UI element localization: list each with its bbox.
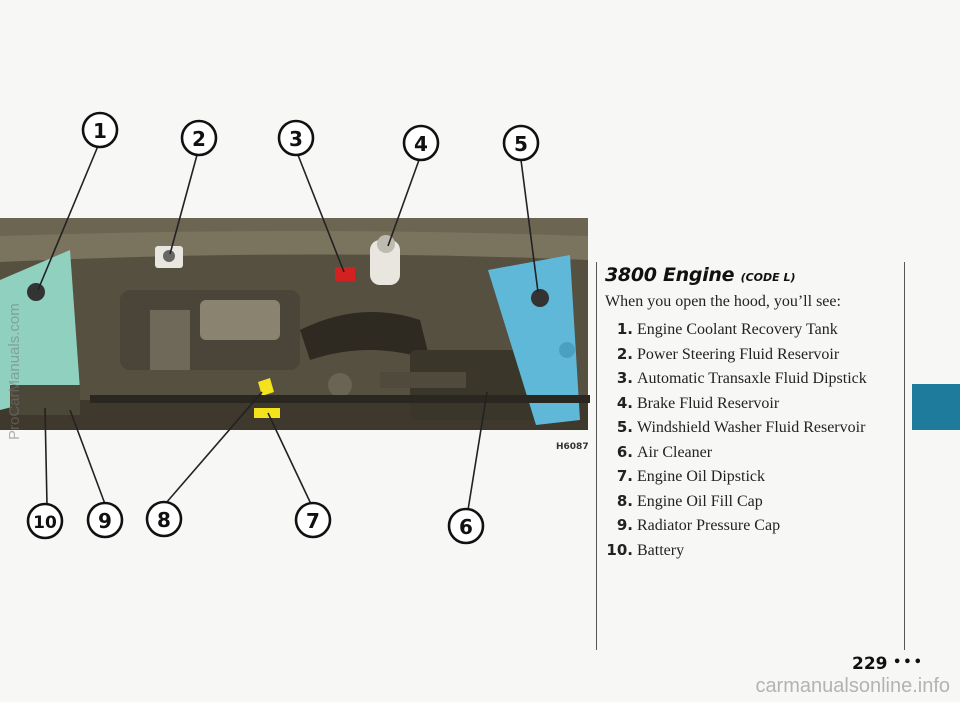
svg-text:9: 9	[98, 509, 112, 533]
callout-10: 10	[26, 502, 64, 540]
photo-code: H6087	[556, 442, 589, 452]
section-heading: 3800 Engine (CODE L)	[605, 264, 905, 286]
engine-code: (CODE L)	[740, 271, 796, 284]
svg-text:5: 5	[514, 132, 528, 156]
engine-figure: H6087 1 2 3 4 5 10 9	[0, 111, 590, 545]
section-tab	[912, 384, 960, 430]
svg-text:1: 1	[93, 119, 107, 143]
list-item: 10.Battery	[606, 540, 685, 559]
list-item: 5.Windshield Washer Fluid Reservoir	[616, 418, 866, 436]
svg-text:3: 3	[289, 127, 303, 151]
callout-2: 2	[180, 119, 218, 157]
callout-9: 9	[86, 501, 124, 539]
list-item: 4.Brake Fluid Reservoir	[616, 393, 780, 412]
list-item: 1.Engine Coolant Recovery Tank	[616, 320, 838, 338]
page-dots: •••	[893, 655, 924, 670]
callout-4: 4	[402, 124, 440, 162]
engine-bay-photo: H6087	[0, 218, 590, 452]
list-item: 8.Engine Oil Fill Cap	[616, 491, 763, 510]
list-item: 6.Air Cleaner	[616, 442, 713, 461]
svg-text:7: 7	[306, 509, 320, 533]
callout-6: 6	[447, 507, 485, 545]
callout-1: 1	[81, 111, 119, 149]
callout-leaders	[37, 145, 539, 511]
list-item: 3.Automatic Transaxle Fluid Dipstick	[616, 369, 867, 387]
engine-component-list: 3800 Engine (CODE L) When you open the h…	[605, 264, 905, 562]
list-item: 9.Radiator Pressure Cap	[616, 516, 781, 534]
svg-text:6: 6	[459, 515, 473, 539]
column-rule-right	[904, 262, 905, 650]
callout-7: 7	[294, 501, 332, 539]
callout-8: 8	[145, 500, 183, 538]
section-title: 3800 Engine	[605, 264, 735, 286]
callout-3: 3	[277, 119, 315, 157]
side-watermark: ProCarManuals.com	[6, 303, 23, 440]
callout-5: 5	[502, 124, 540, 162]
bottom-watermark: carmanualsonline.info	[755, 675, 950, 697]
column-rule-left	[596, 262, 597, 650]
list-item: 7.Engine Oil Dipstick	[616, 467, 765, 485]
svg-text:2: 2	[192, 127, 206, 151]
section-intro: When you open the hood, you’ll see:	[605, 293, 841, 310]
list-item: 2.Power Steering Fluid Reservoir	[616, 344, 840, 363]
page-number: 229	[852, 654, 888, 674]
svg-text:8: 8	[157, 508, 171, 532]
svg-text:4: 4	[414, 132, 428, 156]
svg-text:10: 10	[33, 513, 57, 533]
component-list: 1.Engine Coolant Recovery Tank 2.Power S…	[605, 317, 905, 562]
